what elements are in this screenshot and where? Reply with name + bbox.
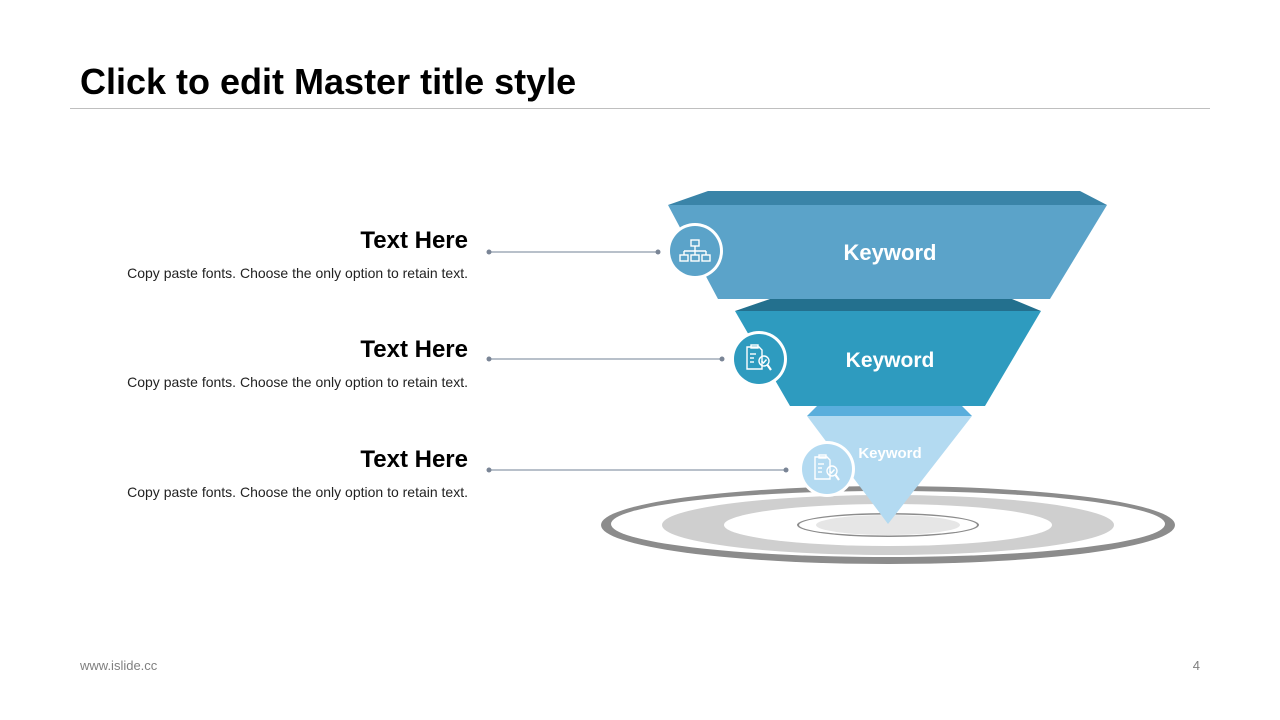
page-number: 4 xyxy=(1192,658,1200,673)
document-search-icon xyxy=(731,331,787,387)
funnel-level-3-face xyxy=(807,416,972,524)
document-search-icon xyxy=(799,441,855,497)
funnel-level-1-label: Keyword xyxy=(844,240,937,265)
item-heading: Text Here xyxy=(360,446,468,473)
slide-title: Click to edit Master title style xyxy=(80,61,577,102)
item-body: Copy paste fonts. Choose the only option… xyxy=(127,374,468,390)
funnel-level-1-face xyxy=(668,205,1107,299)
text-item-1: Text Here Copy paste fonts. Choose the o… xyxy=(100,226,468,282)
text-item-3: Text Here Copy paste fonts. Choose the o… xyxy=(100,445,468,501)
funnel-level-2-face xyxy=(735,311,1041,406)
connector-lines xyxy=(486,249,789,473)
item-heading: Text Here xyxy=(360,227,468,254)
title-divider xyxy=(70,108,1210,109)
funnel-level-1: Keyword xyxy=(668,191,1107,299)
funnel-level-1-top xyxy=(668,191,1107,205)
funnel-level-2-top xyxy=(735,299,1041,311)
text-item-2: Text Here Copy paste fonts. Choose the o… xyxy=(100,335,468,391)
funnel-level-3-label: Keyword xyxy=(858,445,921,462)
target-rings xyxy=(601,486,1175,564)
funnel-level-2-label: Keyword xyxy=(846,349,935,372)
hierarchy-icon xyxy=(667,223,723,279)
footer-url[interactable]: www.islide.cc xyxy=(80,658,158,673)
funnel-level-2: Keyword xyxy=(735,299,1041,406)
item-heading: Text Here xyxy=(360,336,468,363)
funnel-level-3: Keyword xyxy=(807,406,972,524)
funnel-level-3-top xyxy=(807,406,972,416)
item-body: Copy paste fonts. Choose the only option… xyxy=(127,484,468,500)
item-body: Copy paste fonts. Choose the only option… xyxy=(127,265,468,281)
